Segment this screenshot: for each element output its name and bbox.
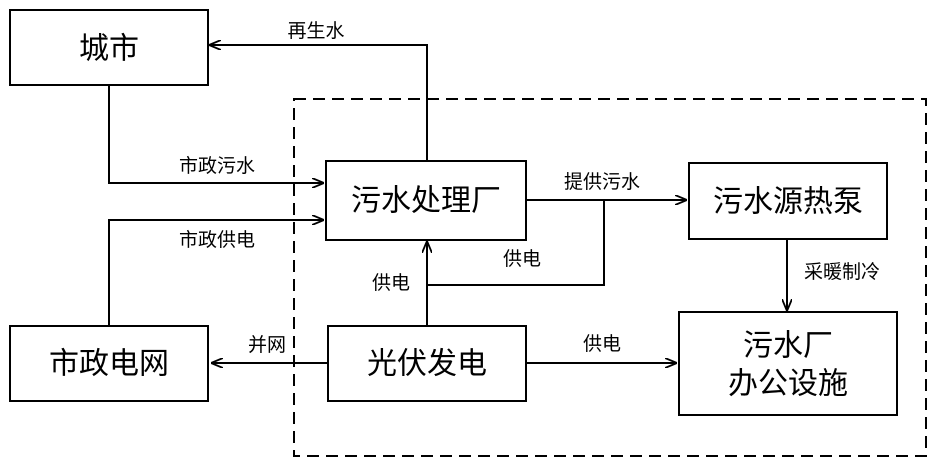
edge-municipal-sewage [108,86,323,183]
node-municipal-grid-label: 市政电网 [49,347,169,382]
edge-label-supply-sewage: 提供污水 [564,171,640,193]
edge-label-grid-connection: 并网 [248,334,286,356]
edge-label-municipal-sewage: 市政污水 [179,155,255,177]
node-office-label-line1: 污水厂 [743,329,833,364]
node-office: 污水厂 办公设施 [678,311,898,416]
node-wwtp-label: 污水处理厂 [351,184,501,219]
edge-power-loop [427,200,605,286]
edge-label-power-to-office: 供电 [583,333,621,355]
node-wwtp: 污水处理厂 [325,160,527,241]
edge-label-reclaimed-water: 再生水 [287,20,344,42]
edge-label-heating-cooling: 采暖制冷 [804,261,880,283]
node-city-label: 城市 [79,32,139,67]
node-pv: 光伏发电 [327,325,527,402]
node-city: 城市 [9,9,209,86]
node-office-label-line2: 办公设施 [728,367,848,402]
edge-label-power-from-pv: 供电 [372,272,410,294]
node-municipal-grid: 市政电网 [9,325,209,402]
edge-reclaimed-water [210,45,428,161]
node-heat-pump-label: 污水源热泵 [713,185,863,220]
edge-municipal-power [108,220,323,326]
edge-label-municipal-power: 市政供电 [179,229,255,251]
node-heat-pump: 污水源热泵 [688,162,888,240]
system-boundary [293,98,927,457]
node-pv-label: 光伏发电 [367,347,487,382]
edge-label-power-right: 供电 [503,248,541,270]
